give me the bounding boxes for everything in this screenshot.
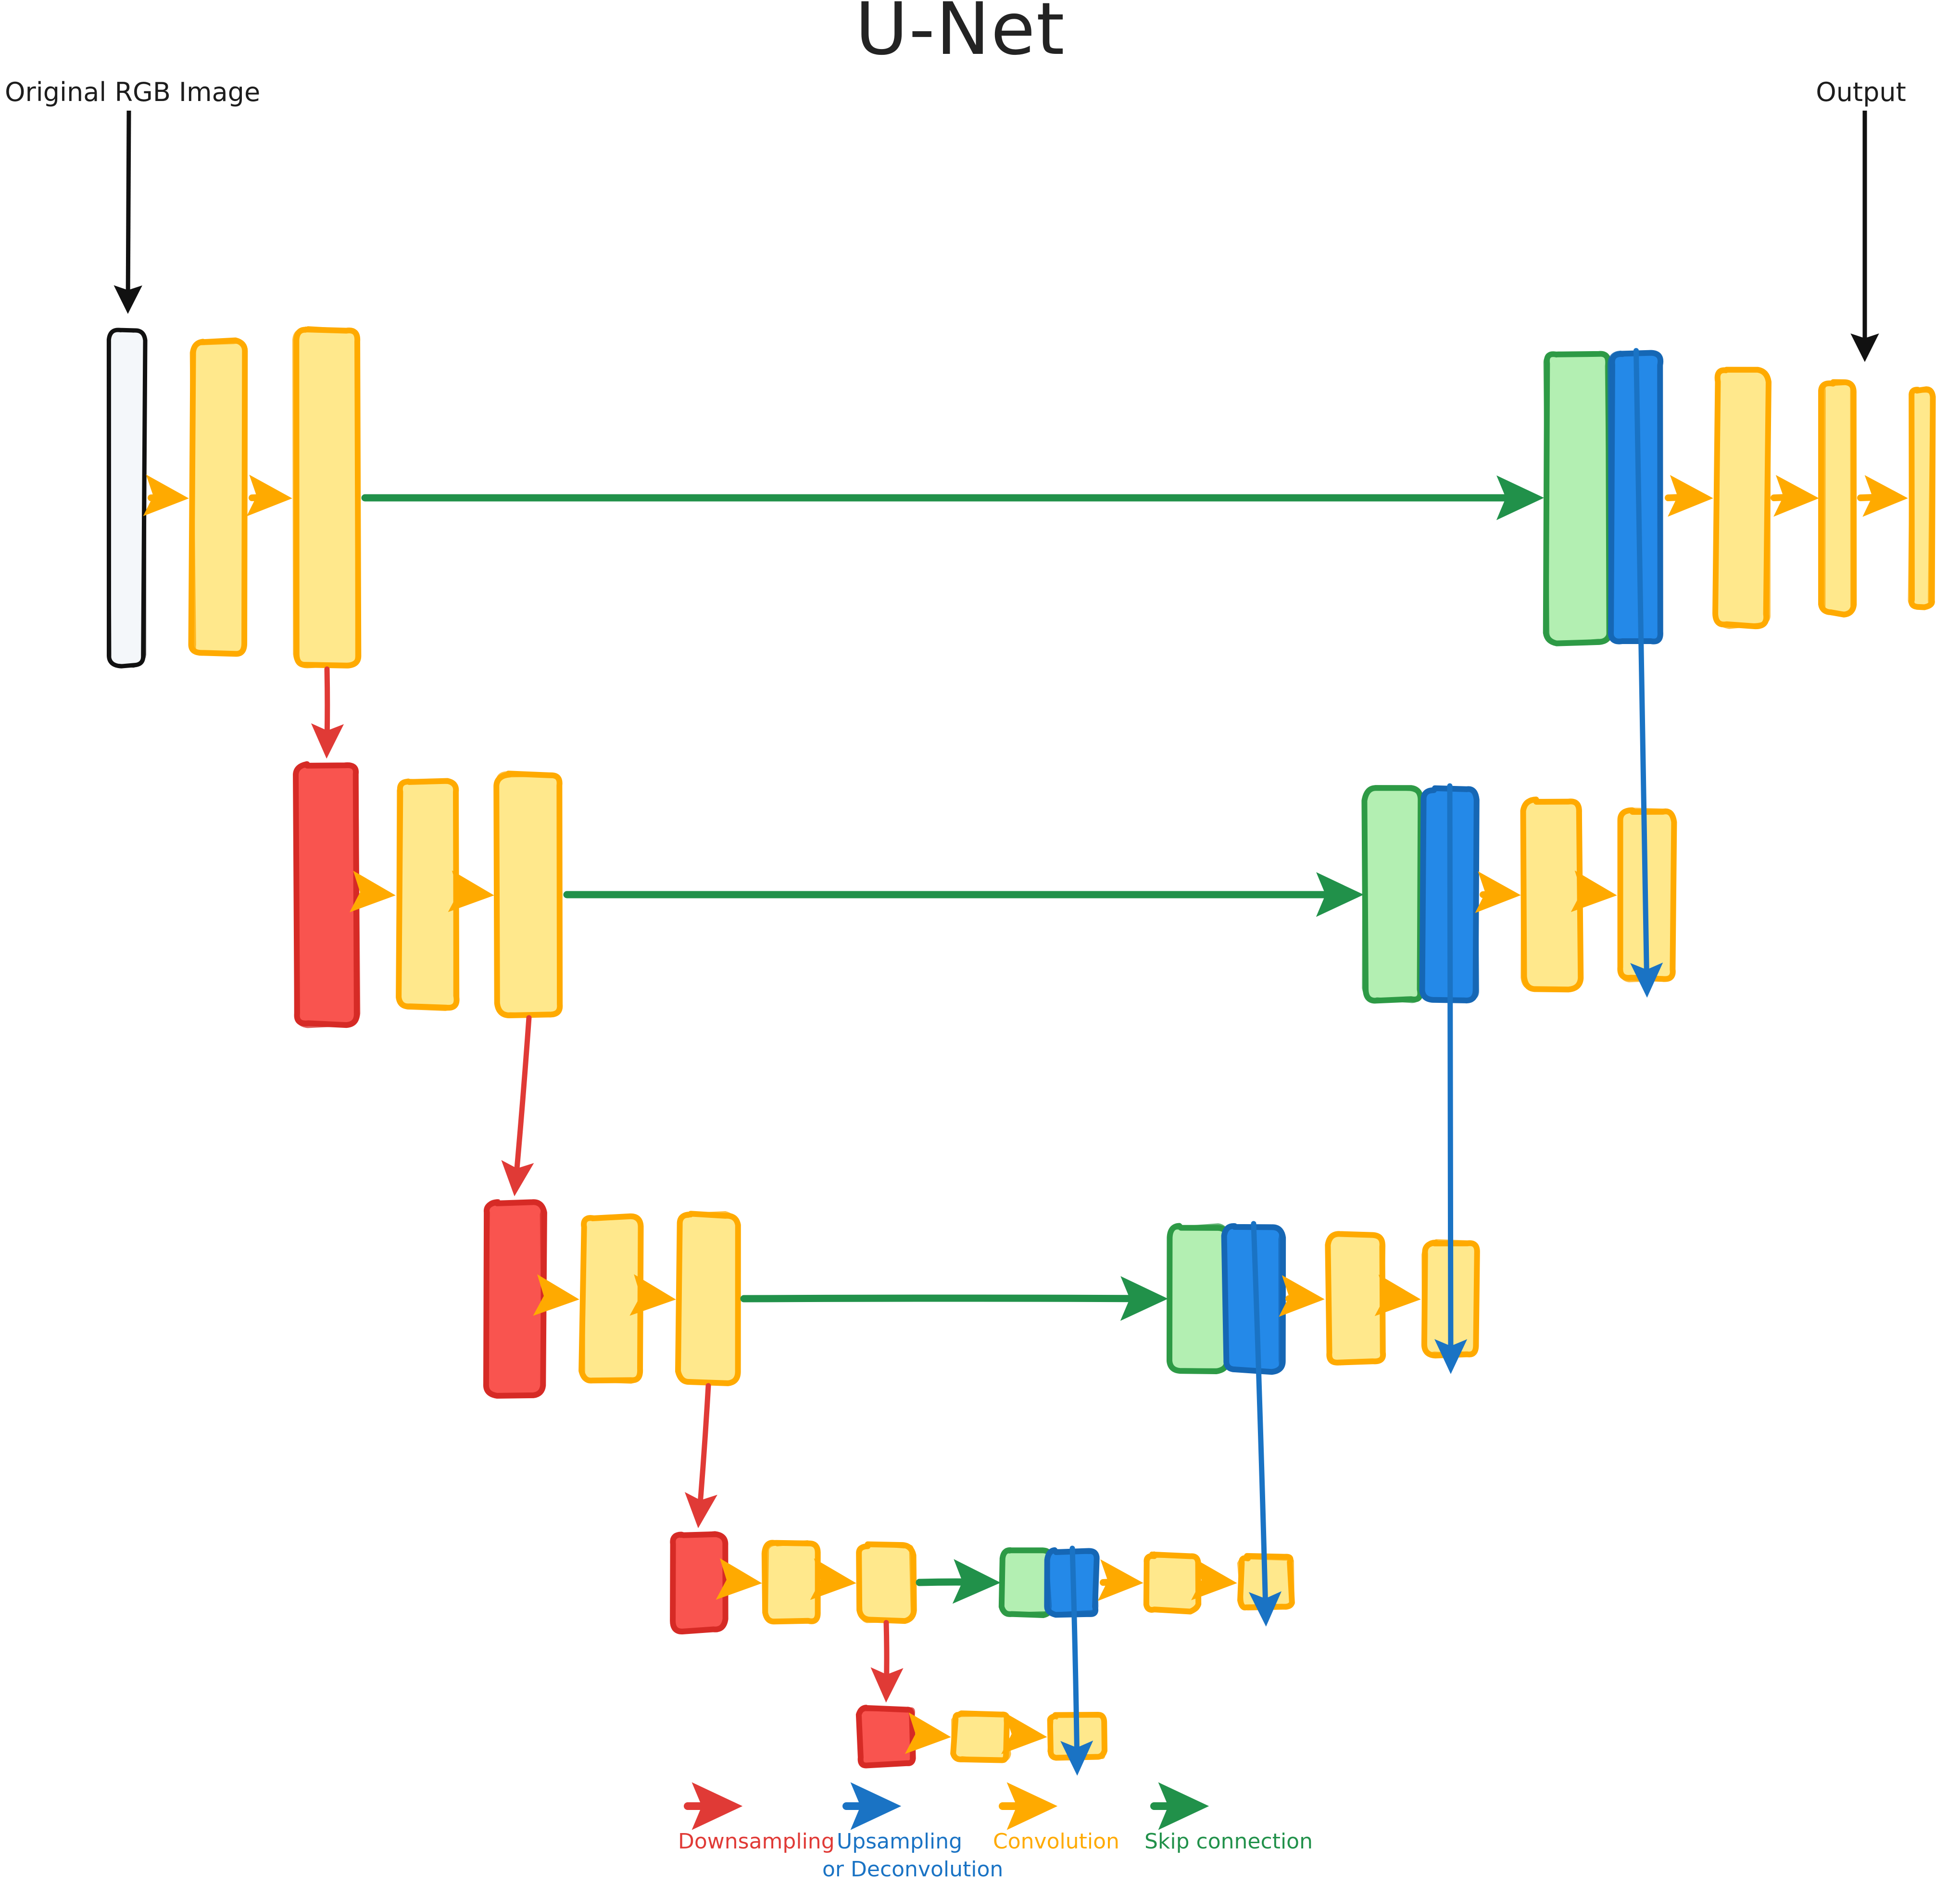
conv-arrow-l0-1	[143, 474, 189, 517]
legend-item-downsampling: Downsampling	[678, 1782, 835, 1854]
conv-arrow-l0-4	[1771, 475, 1819, 517]
conv-arrow-l2-4	[1374, 1274, 1421, 1316]
conv-arrow-l0-3	[1665, 475, 1713, 517]
block-enc3-pool	[670, 1531, 729, 1635]
block-dec0-conv1	[1712, 367, 1772, 630]
block-enc2-conv1	[578, 1213, 644, 1384]
block-enc1-pool	[293, 761, 361, 1028]
legend-label: Upsampling	[837, 1829, 962, 1854]
skip-arrow-level-0	[361, 475, 1544, 520]
legend-label-secondary: or Deconvolution	[822, 1857, 1003, 1882]
conv-arrow-l1-2	[448, 870, 494, 912]
block-dec0-out	[1908, 386, 1936, 610]
block-dec2-skip	[1166, 1223, 1231, 1375]
downsampling-arrow-1-to-2	[501, 1015, 534, 1197]
legend-item-upsampling: Upsampling or Deconvolution	[822, 1782, 1003, 1882]
input-annotation-arrow	[113, 110, 142, 314]
block-dec3-conv1	[1143, 1551, 1202, 1615]
conv-arrow-l0-5	[1857, 475, 1908, 517]
conv-arrow-l1-1	[349, 871, 396, 912]
block-enc2-pool	[483, 1199, 547, 1399]
block-dec0-up	[1607, 350, 1664, 645]
legend-item-convolution: Convolution	[993, 1782, 1119, 1854]
block-enc3-conv2	[856, 1541, 917, 1624]
block-bottleneck-pool	[855, 1705, 916, 1769]
block-dec0-skip	[1543, 351, 1612, 646]
conv-arrow-l2-3	[1279, 1275, 1325, 1317]
upsampling-arrow-3-to-2	[1248, 1221, 1282, 1627]
block-enc1-conv2	[493, 771, 563, 1019]
output-annotation-label: Output	[1816, 77, 1906, 107]
skip-arrow-level-2	[740, 1276, 1168, 1321]
block-enc1-conv1	[396, 778, 460, 1011]
upsampling-arrow-2-to-1	[1434, 783, 1468, 1374]
conv-arrow-l1-3	[1475, 871, 1521, 913]
block-input-image	[106, 328, 148, 669]
upsampling-arrow-4-to-3	[1060, 1545, 1093, 1776]
block-dec2-up	[1221, 1223, 1286, 1375]
block-dec1-conv1	[1520, 797, 1584, 993]
legend-item-skip-connection: Skip connection	[1144, 1782, 1313, 1854]
conv-arrow-l0-2	[246, 474, 292, 517]
block-dec0-conv2	[1818, 379, 1857, 618]
legend-label: Convolution	[993, 1829, 1119, 1854]
conv-arrow-l2-2	[629, 1274, 676, 1316]
block-enc0-conv2	[292, 326, 362, 669]
downsampling-arrow-2-to-3	[684, 1383, 717, 1529]
upsampling-arrow-1-to-0	[1630, 348, 1663, 998]
block-dec1-skip	[1361, 785, 1424, 1004]
block-enc2-conv2	[675, 1211, 741, 1386]
legend-label: Skip connection	[1144, 1829, 1313, 1854]
downsampling-arrow-3-to-4	[870, 1620, 904, 1703]
block-bottleneck-conv1	[950, 1710, 1011, 1763]
conv-arrow-l2-1	[533, 1274, 579, 1316]
conv-arrow-l1-4	[1571, 870, 1617, 912]
network-block-layer	[106, 326, 1936, 1769]
block-enc3-conv1	[761, 1540, 821, 1625]
block-enc0-conv1	[188, 337, 248, 657]
skip-arrow-level-1	[563, 872, 1364, 917]
network-edge-layer	[143, 348, 1908, 1776]
block-dec2-conv1	[1325, 1231, 1386, 1366]
legend-label: Downsampling	[678, 1829, 835, 1854]
page-title: U-Net	[855, 0, 1065, 71]
input-annotation-label: Original RGB Image	[5, 77, 260, 107]
